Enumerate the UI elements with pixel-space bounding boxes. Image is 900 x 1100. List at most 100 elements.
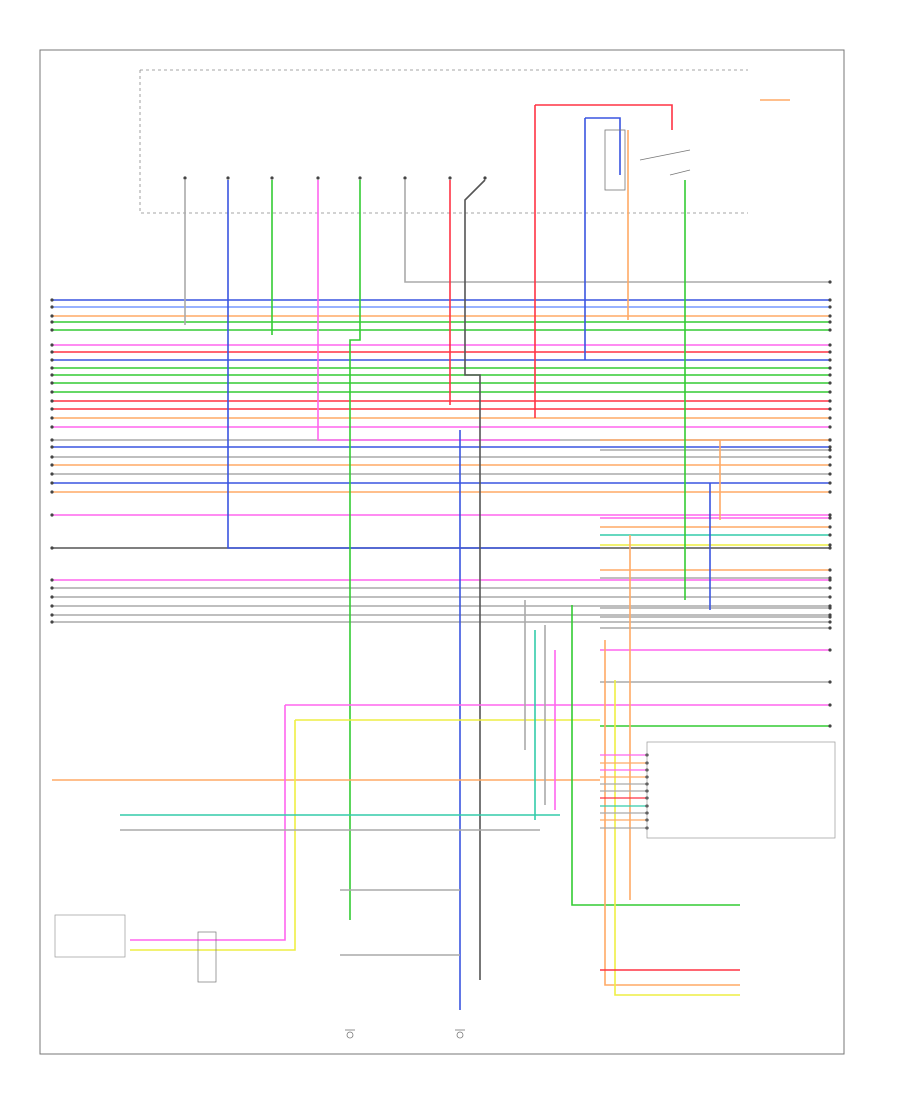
connector-pin bbox=[828, 298, 832, 302]
solenoid-symbol bbox=[197, 931, 217, 983]
connector-pin bbox=[50, 438, 54, 442]
connector-pin bbox=[50, 373, 54, 377]
connector-pin bbox=[828, 407, 832, 411]
connector-pin bbox=[828, 595, 832, 599]
connector-pin bbox=[270, 176, 274, 180]
connector-pin bbox=[828, 328, 832, 332]
connector-pin bbox=[828, 680, 832, 684]
connector-pin bbox=[50, 472, 54, 476]
wire-trace bbox=[404, 180, 600, 283]
connector-pin bbox=[403, 176, 407, 180]
connector-pin bbox=[50, 604, 54, 608]
wire-trace bbox=[585, 117, 621, 175]
wire-trace bbox=[571, 605, 740, 906]
connector-pin bbox=[50, 305, 54, 309]
wire-trace bbox=[614, 680, 740, 996]
connector-pin bbox=[828, 448, 832, 452]
connector-pin bbox=[50, 320, 54, 324]
connector-pin bbox=[828, 343, 832, 347]
diagram-frame bbox=[39, 49, 845, 1055]
connector-pin bbox=[828, 568, 832, 572]
connector-pin bbox=[828, 525, 832, 529]
connector-pin bbox=[50, 481, 54, 485]
connector-pin bbox=[50, 390, 54, 394]
connector-pin bbox=[828, 390, 832, 394]
connector-pin bbox=[828, 455, 832, 459]
connector-pin bbox=[50, 358, 54, 362]
switch-symbol bbox=[604, 129, 691, 191]
connector-pin bbox=[50, 445, 54, 449]
connector-pin bbox=[828, 626, 832, 630]
connector-pin bbox=[50, 381, 54, 385]
connector-pin bbox=[50, 425, 54, 429]
connector-pin bbox=[828, 416, 832, 420]
connector-pin bbox=[50, 586, 54, 590]
wire-trace bbox=[130, 705, 286, 941]
connector-pin bbox=[50, 343, 54, 347]
connector-pin bbox=[448, 176, 452, 180]
ground-symbols bbox=[345, 1029, 465, 1039]
connector-pin bbox=[828, 463, 832, 467]
connector-pin bbox=[828, 350, 832, 354]
connector-pin bbox=[828, 546, 832, 550]
connector-pin bbox=[226, 176, 230, 180]
connector-pin bbox=[828, 543, 832, 547]
connector-pin bbox=[50, 546, 54, 550]
connector-pin bbox=[50, 620, 54, 624]
connector-pin bbox=[828, 586, 832, 590]
connector-pin bbox=[828, 724, 832, 728]
connector-pin bbox=[50, 613, 54, 617]
connector-pin bbox=[828, 381, 832, 385]
connector-pin bbox=[358, 176, 362, 180]
connector-pin bbox=[828, 320, 832, 324]
connector-pin bbox=[828, 305, 832, 309]
connector-pin bbox=[50, 416, 54, 420]
connector-pin bbox=[183, 176, 187, 180]
connector-pin bbox=[50, 578, 54, 582]
connector-pin bbox=[50, 490, 54, 494]
wire-trace bbox=[535, 104, 673, 130]
connector-pin bbox=[828, 472, 832, 476]
wire-trace bbox=[464, 179, 486, 980]
connector-pin bbox=[316, 176, 320, 180]
connector-pin bbox=[50, 328, 54, 332]
wire-trace bbox=[227, 180, 600, 549]
connector-pin bbox=[50, 366, 54, 370]
connector-pin bbox=[828, 620, 832, 624]
connector-pin bbox=[50, 463, 54, 467]
connector-pin bbox=[828, 445, 832, 449]
connector-pin bbox=[50, 595, 54, 599]
connector-pin bbox=[50, 314, 54, 318]
connector-pin bbox=[828, 533, 832, 537]
connector-pin bbox=[828, 516, 832, 520]
range-sensor-block bbox=[54, 914, 126, 958]
connector-pin bbox=[828, 399, 832, 403]
connector-pin bbox=[828, 703, 832, 707]
connector-pin bbox=[828, 314, 832, 318]
connector-pin bbox=[828, 438, 832, 442]
connector-pin bbox=[828, 615, 832, 619]
connector-pin bbox=[50, 298, 54, 302]
connector-pin bbox=[828, 366, 832, 370]
connector-pin-group bbox=[50, 176, 832, 830]
connector-pin bbox=[828, 280, 832, 284]
connector-pin bbox=[828, 513, 832, 517]
connector-pin bbox=[50, 399, 54, 403]
connector-pin bbox=[50, 407, 54, 411]
connector-pin bbox=[828, 490, 832, 494]
connector-pin bbox=[828, 648, 832, 652]
wire-trace bbox=[130, 720, 296, 951]
connector-pin bbox=[50, 455, 54, 459]
connector-pin bbox=[50, 350, 54, 354]
connector-pin bbox=[828, 606, 832, 610]
connector-pin bbox=[828, 576, 832, 580]
connector-pin bbox=[828, 373, 832, 377]
connector-pin bbox=[483, 176, 487, 180]
connector-pin bbox=[828, 425, 832, 429]
connector-pin bbox=[50, 513, 54, 517]
wire-trace bbox=[349, 180, 361, 920]
connector-pin bbox=[828, 481, 832, 485]
tcm-connector-block bbox=[646, 741, 836, 839]
connector-pin bbox=[828, 358, 832, 362]
